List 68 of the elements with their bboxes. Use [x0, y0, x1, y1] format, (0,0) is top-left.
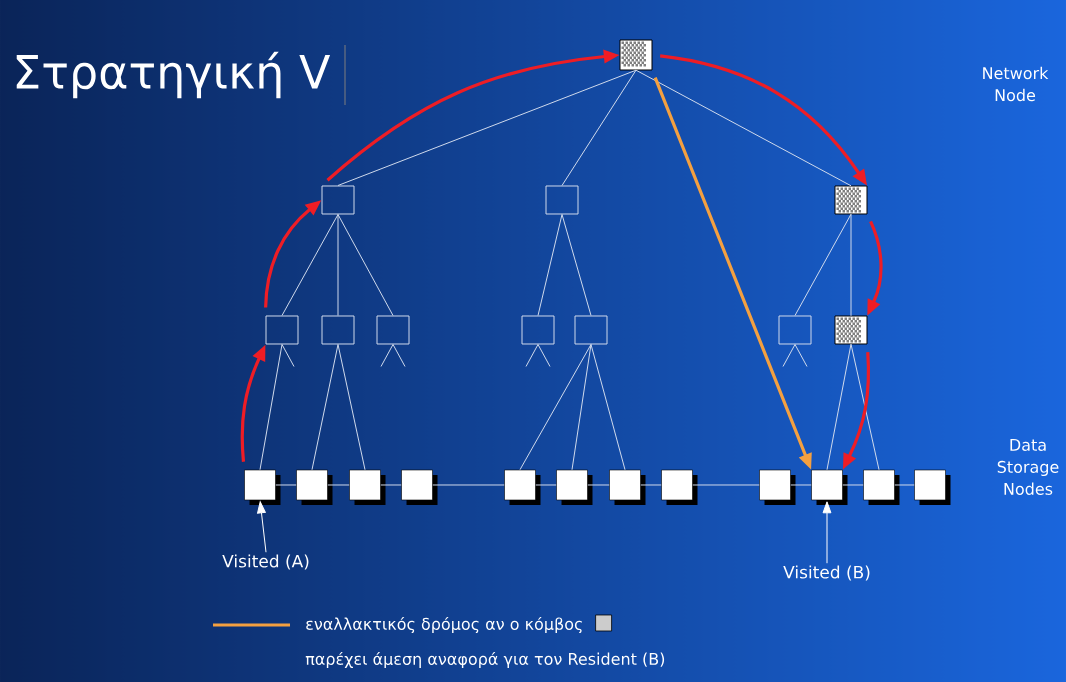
checkered-node — [619, 39, 653, 71]
visited-label: Visited (A) — [222, 554, 309, 570]
tree-node — [778, 315, 812, 345]
checkered-node — [834, 315, 868, 345]
arrow — [257, 501, 267, 553]
connector-line — [635, 69, 852, 187]
arrow — [822, 501, 832, 564]
connector-line — [561, 69, 637, 186]
legend-text: παρέχει άμεση αναφορά για τον Resident (B) — [305, 651, 665, 669]
storage-node — [661, 469, 698, 505]
tree-node — [376, 315, 410, 345]
tree-node — [321, 315, 355, 345]
connector-line — [275, 484, 297, 486]
connector-line — [311, 344, 339, 471]
connector-line — [432, 484, 505, 486]
branch-line — [281, 344, 295, 367]
tree-node — [574, 315, 608, 345]
tree-node — [321, 185, 355, 215]
tree-node — [265, 315, 299, 345]
tree-node — [545, 185, 579, 215]
storage-node — [401, 469, 438, 505]
connector-line — [692, 484, 760, 486]
branch-line — [537, 344, 551, 367]
connector-line — [842, 484, 864, 486]
connector-line — [894, 484, 915, 486]
storage-node — [244, 469, 281, 505]
connector-line — [790, 484, 812, 486]
storage-node — [296, 469, 333, 505]
connector-line — [826, 343, 852, 471]
connector-line — [380, 484, 402, 486]
branch-line — [782, 344, 796, 367]
connector-line — [571, 344, 592, 471]
side-label: Network Node — [983, 66, 1049, 102]
connector-line — [337, 344, 366, 471]
connector-line — [561, 214, 592, 316]
connector-line — [327, 484, 350, 486]
connector-line — [281, 214, 339, 316]
connector-line — [337, 214, 394, 316]
tree-node — [521, 315, 555, 345]
storage-node — [811, 469, 848, 505]
connector-line — [587, 484, 610, 486]
storage-node — [914, 469, 951, 505]
connector-line — [537, 214, 563, 316]
branch-line — [392, 344, 406, 367]
branch-line — [380, 344, 394, 367]
checkered-node — [834, 185, 868, 215]
connector-line — [535, 484, 557, 486]
visited-label: Visited (B) — [783, 565, 870, 581]
branch-line — [525, 344, 539, 367]
connector-line — [337, 69, 637, 186]
connector-line — [794, 213, 852, 316]
storage-node — [349, 469, 386, 505]
storage-node — [504, 469, 541, 505]
storage-node — [863, 469, 900, 505]
storage-node — [609, 469, 646, 505]
storage-node — [556, 469, 593, 505]
connector-line — [337, 214, 339, 316]
connector-line — [850, 213, 852, 317]
legend-text: εναλλακτικός δρόμος αν ο κόμβος — [306, 616, 582, 634]
connector-line — [259, 344, 283, 471]
connector-line — [590, 344, 626, 471]
side-label: Data Storage Nodes — [997, 439, 1059, 495]
connector-line — [519, 344, 592, 471]
storage-node — [759, 469, 796, 505]
connector-line — [640, 484, 662, 486]
branch-line — [794, 344, 808, 367]
title: Στρατηγική V — [16, 51, 331, 99]
connector-line — [850, 343, 880, 471]
